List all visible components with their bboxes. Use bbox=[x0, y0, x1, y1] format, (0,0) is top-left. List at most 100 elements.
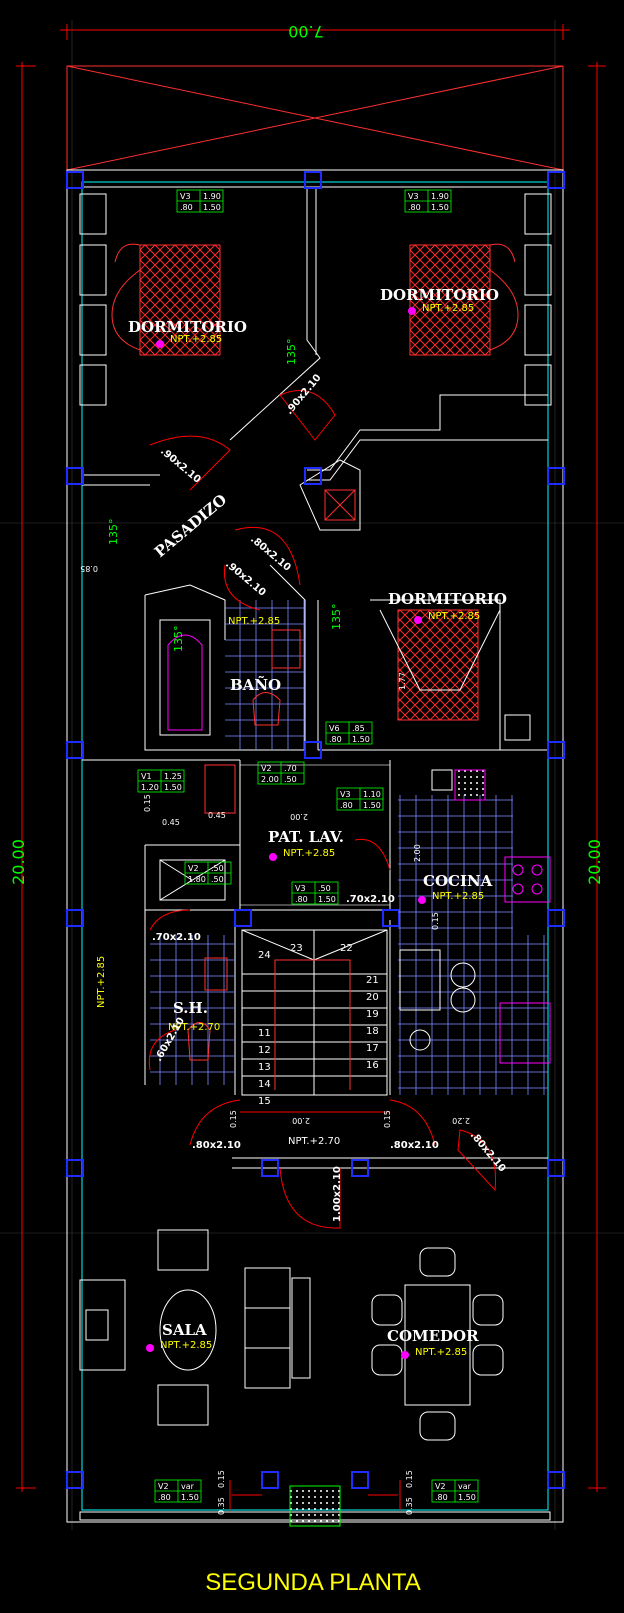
room-label-sala: SALA bbox=[162, 1321, 207, 1339]
level-comedor: NPT.+2.85 bbox=[415, 1347, 467, 1358]
angle-label: 135° bbox=[285, 339, 298, 366]
window-value: 1.50 bbox=[431, 203, 449, 212]
angle-label: 135° bbox=[330, 604, 343, 631]
window-code: V3 bbox=[295, 884, 306, 893]
stair-step: 18 bbox=[366, 1026, 379, 1037]
dimension-value: 2.00 bbox=[290, 812, 308, 821]
level-sala: NPT.+2.85 bbox=[160, 1340, 212, 1351]
window-value: .85 bbox=[352, 724, 365, 733]
window-value: 1.20 bbox=[141, 783, 159, 792]
dimension-right: 20.00 bbox=[585, 839, 604, 885]
minor-dimensions bbox=[229, 1111, 401, 1510]
window-value: var bbox=[458, 1482, 472, 1491]
dimension-value: 0.15 bbox=[431, 912, 440, 930]
drawing-title: SEGUNDA PLANTA bbox=[205, 1569, 421, 1596]
window-value: .80 bbox=[435, 1493, 448, 1502]
window-value: .70 bbox=[284, 764, 297, 773]
window-code: V3 bbox=[340, 790, 351, 799]
stair-step: 11 bbox=[258, 1028, 271, 1039]
door-label: .80x2.10 bbox=[192, 1140, 241, 1151]
dimension-left: 20.00 bbox=[9, 839, 28, 885]
room-label-pasadizo: PASADIZO bbox=[151, 490, 230, 561]
stair-step: 14 bbox=[258, 1079, 271, 1090]
stair-step: 23 bbox=[290, 943, 303, 954]
window-value: 1.50 bbox=[164, 783, 182, 792]
angle-label: 135° bbox=[107, 519, 120, 546]
window-value: 1.50 bbox=[318, 895, 336, 904]
window-code: V2 bbox=[261, 764, 272, 773]
stair-step: 22 bbox=[340, 943, 353, 954]
window-value: .80 bbox=[180, 203, 193, 212]
stair-step: 16 bbox=[366, 1060, 379, 1071]
dimension-value: 0.15 bbox=[383, 1110, 392, 1128]
window-value: 1.90 bbox=[431, 192, 449, 201]
door-label: .80x2.10 bbox=[390, 1140, 439, 1151]
dimension-value: 2.20 bbox=[452, 1116, 470, 1125]
window-value: .80 bbox=[158, 1493, 171, 1502]
window-value: .50 bbox=[211, 875, 224, 884]
dimension-value: 0.35 bbox=[405, 1497, 414, 1515]
door-label: .70x2.10 bbox=[346, 894, 395, 905]
angle-labels: 135° 135° 135° 135° bbox=[107, 339, 343, 653]
furniture bbox=[79, 1229, 504, 1527]
window-value: 1.80 bbox=[188, 875, 206, 884]
window-value: 1.50 bbox=[181, 1493, 199, 1502]
window-code: V3 bbox=[408, 192, 419, 201]
window-value: 1.50 bbox=[203, 203, 221, 212]
dimension-value: 0.15 bbox=[229, 1110, 238, 1128]
dimension-value: 1.77 bbox=[398, 672, 407, 690]
dimension-value: 0.15 bbox=[405, 1470, 414, 1488]
door-label: .90x2.10 bbox=[284, 372, 324, 417]
dimension-lines bbox=[16, 24, 606, 1492]
closets bbox=[79, 193, 552, 406]
level-cocina: NPT.+2.85 bbox=[432, 891, 484, 902]
window-value: 1.10 bbox=[363, 790, 381, 799]
window-value: .50 bbox=[211, 864, 224, 873]
dimension-value: 0.15 bbox=[143, 794, 152, 812]
stair-step: 15 bbox=[258, 1096, 271, 1107]
dimension-value: 2.00 bbox=[292, 1116, 310, 1125]
axis-lines bbox=[0, 20, 624, 1530]
window-value: 1.25 bbox=[164, 772, 182, 781]
window-code: V6 bbox=[329, 724, 340, 733]
stair-step: 21 bbox=[366, 975, 379, 986]
level-dormitorio-2: NPT.+2.85 bbox=[422, 303, 474, 314]
door-label: .80x2.10 bbox=[248, 534, 293, 574]
stair-step: 20 bbox=[366, 992, 379, 1003]
dimension-top: 7.00 bbox=[288, 22, 324, 41]
room-label-dormitorio-2: DORMITORIO bbox=[380, 286, 499, 304]
dimension-value: 0.85 bbox=[80, 564, 98, 573]
stair-step: 12 bbox=[258, 1045, 271, 1056]
angle-label: 135° bbox=[172, 626, 185, 653]
level-pat-lav: NPT.+2.85 bbox=[283, 848, 335, 859]
columns bbox=[66, 171, 565, 1489]
stair-step: 19 bbox=[366, 1009, 379, 1020]
stair-step: 13 bbox=[258, 1062, 271, 1073]
window-value: .50 bbox=[318, 884, 331, 893]
level-bano: NPT.+2.85 bbox=[228, 616, 280, 627]
stair-step: 24 bbox=[258, 950, 271, 961]
window-value: 1.50 bbox=[352, 735, 370, 744]
void-area bbox=[66, 65, 564, 171]
window-code: V2 bbox=[435, 1482, 446, 1491]
beds bbox=[111, 243, 531, 741]
level-sh: NPT.+2.70 bbox=[168, 1022, 220, 1033]
level-left-side: NPT.+2.85 bbox=[96, 956, 107, 1008]
dimension-value: 0.35 bbox=[217, 1497, 226, 1515]
dimension-value: 0.45 bbox=[208, 811, 226, 820]
door-label: .70x2.10 bbox=[152, 932, 201, 943]
room-label-cocina: COCINA bbox=[423, 872, 493, 890]
window-code: V3 bbox=[180, 192, 191, 201]
window-value: .80 bbox=[329, 735, 342, 744]
window-value: .80 bbox=[295, 895, 308, 904]
window-value: 1.50 bbox=[458, 1493, 476, 1502]
doors bbox=[148, 390, 497, 1229]
window-value: .50 bbox=[284, 775, 297, 784]
door-label: .90x2.10 bbox=[223, 559, 268, 599]
room-label-bano: BAÑO bbox=[230, 675, 281, 694]
stair-numbers: 24 23 22 21 20 19 18 17 16 15 14 13 12 1… bbox=[258, 943, 379, 1107]
window-code: V2 bbox=[188, 864, 199, 873]
stair-step: 17 bbox=[366, 1043, 379, 1054]
window-value: var bbox=[181, 1482, 195, 1491]
